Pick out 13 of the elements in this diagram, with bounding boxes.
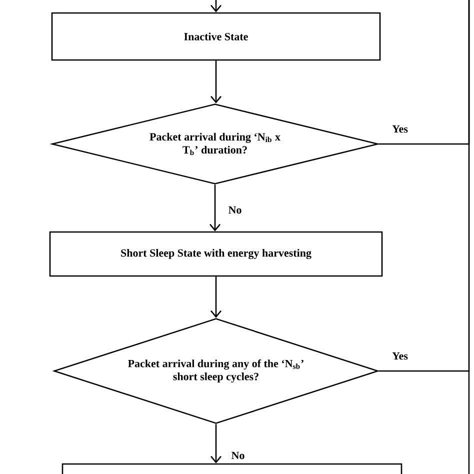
process-box: Inactive State: [51, 12, 381, 61]
process-box: [62, 463, 402, 474]
connector-line: [378, 0, 470, 372]
edge-label: Yes: [392, 125, 408, 133]
edge-label: Yes: [392, 352, 408, 360]
process-box: Short Sleep State with energy harvesting: [49, 231, 383, 277]
arrow: [210, 424, 222, 464]
edge-label: No: [231, 452, 244, 460]
edge-label: No: [228, 206, 242, 214]
arrow: [210, 0, 222, 12]
arrow: [210, 276, 222, 318]
arrow: [210, 60, 222, 104]
arrow: [210, 184, 220, 232]
